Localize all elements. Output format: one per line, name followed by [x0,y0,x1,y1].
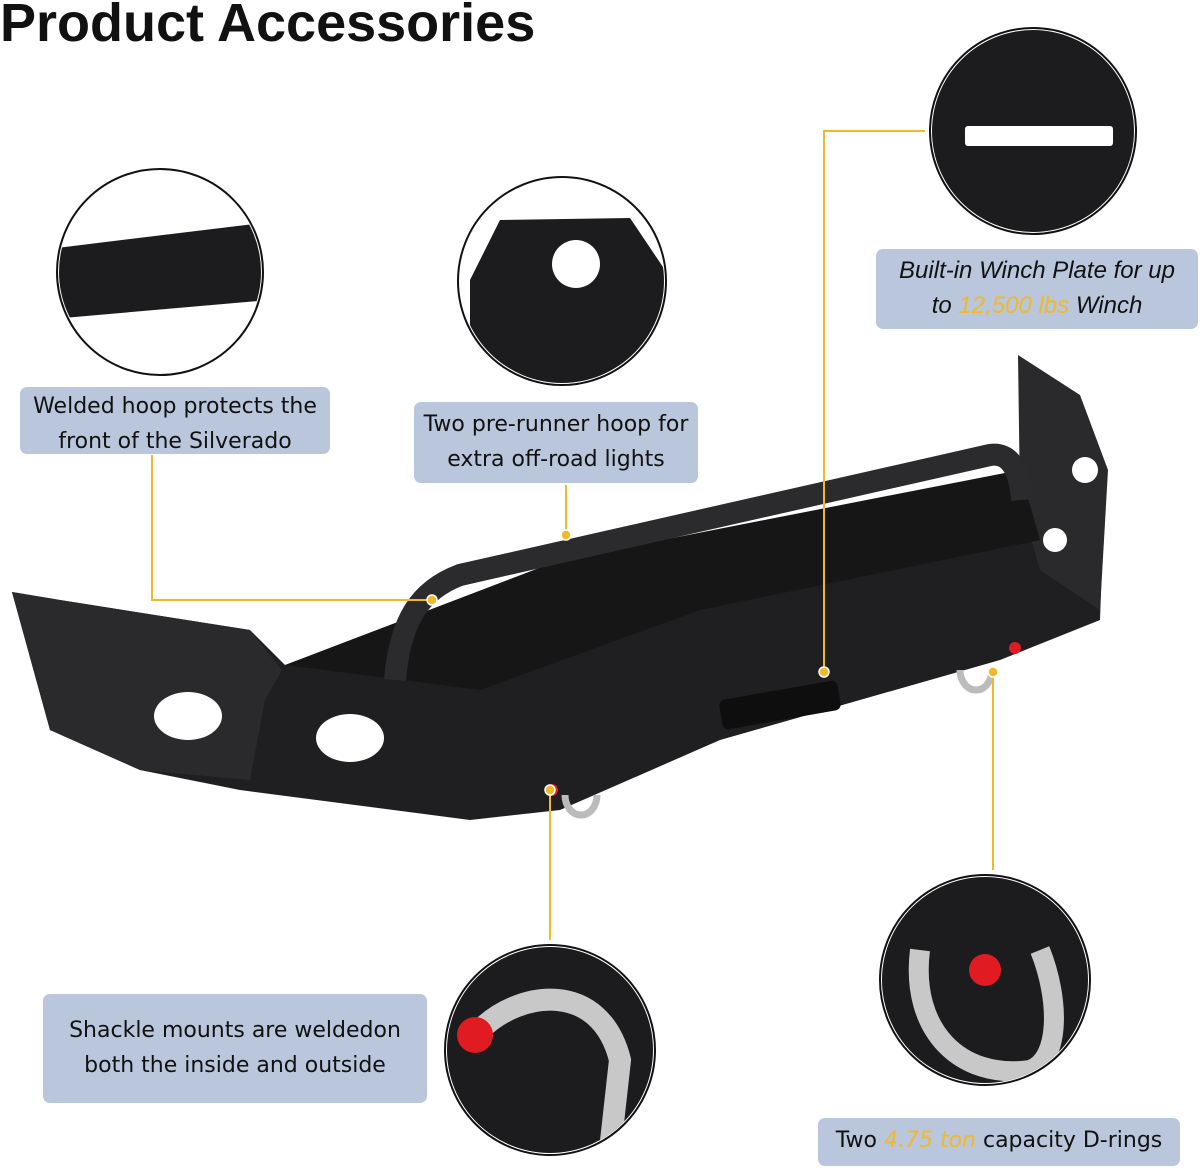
detail-circle-dring [879,874,1091,1086]
detail-circle-winch [929,27,1137,235]
detail-circle-hoop [56,168,264,376]
callout-prerunner-hoop: Two pre-runner hoop for extra off-road l… [414,402,698,483]
detail-circle-shackle-mount [444,944,656,1156]
callout-d-rings: Two 4.75 ton capacity D-rings [818,1118,1180,1166]
leader-lines [151,130,994,940]
callout-winch-plate: Built-in Winch Plate for up to 12,500 lb… [876,249,1198,329]
winch-capacity: 12,500 lbs [958,292,1070,319]
detail-circle-prerunner [457,176,667,386]
dring-capacity: 4.75 ton [883,1128,976,1153]
callout-welded-hoop: Welded hoop protects the front of the Si… [20,387,330,454]
bumper-image [12,355,1108,820]
leader-dots [426,529,999,796]
callout-shackle-mounts: Shackle mounts are weldedon both the ins… [43,994,427,1103]
page-title: Product Accessories [0,0,536,53]
